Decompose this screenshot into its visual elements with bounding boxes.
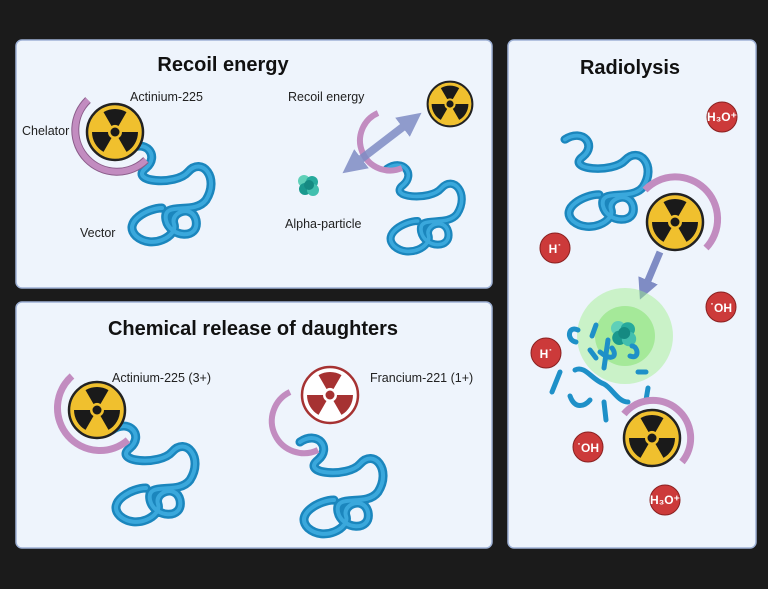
decay-arrow [638, 250, 664, 300]
chelator-arc [642, 173, 722, 251]
alpha-particle-icon [611, 321, 637, 347]
svg-text:˙OH: ˙OH [577, 441, 599, 455]
label-actinium-3plus: Actinium-225 (3+) [112, 371, 211, 385]
ion-h-radical: H˙ [539, 232, 571, 264]
ion-h3o: H₃O⁺ [649, 484, 681, 516]
actinium-radiation-icon [69, 382, 125, 438]
svg-text:H˙: H˙ [540, 347, 553, 361]
recoil-double-arrow [342, 112, 422, 174]
panel-recoil-energy: Recoil energy Actinium-225 Chelator Vect… [15, 39, 493, 289]
panel-radiolysis: Radiolysis H₃O⁺ H˙ ˙OH H˙ ˙OH H₃ [507, 39, 757, 549]
svg-text:H₃O⁺: H₃O⁺ [707, 110, 737, 124]
ion-h3o: H₃O⁺ [706, 101, 738, 133]
svg-text:H˙: H˙ [549, 242, 562, 256]
label-francium-1plus: Francium-221 (1+) [370, 371, 473, 385]
ion-oh-radical: ˙OH [705, 291, 737, 323]
label-recoil-energy: Recoil energy [288, 90, 365, 104]
chelator-arc [53, 373, 131, 454]
panel-title: Recoil energy [157, 54, 289, 76]
ion-h-radical: H˙ [530, 337, 562, 369]
francium-radiation-icon [302, 367, 358, 423]
actinium-radiation-icon [428, 82, 473, 127]
panel-title: Radiolysis [580, 57, 680, 79]
label-alpha-particle: Alpha-particle [285, 217, 361, 231]
panel-title: Chemical release of daughters [108, 318, 398, 340]
fragmented-vector [549, 322, 651, 423]
actinium-radiation-icon [87, 104, 143, 160]
actinium-radiation-icon [624, 410, 680, 466]
label-actinium: Actinium-225 [130, 90, 203, 104]
chelator-arc [268, 389, 320, 457]
svg-text:˙OH: ˙OH [710, 301, 732, 315]
actinium-radiation-icon [647, 194, 703, 250]
alpha-particle-icon [298, 175, 319, 196]
chelator-arc [621, 396, 695, 465]
ion-oh-radical: ˙OH [572, 431, 604, 463]
panel-chemical-release: Chemical release of daughters Actinium-2… [15, 301, 493, 549]
svg-text:H₃O⁺: H₃O⁺ [650, 493, 680, 507]
label-vector: Vector [80, 226, 115, 240]
label-chelator: Chelator [22, 124, 69, 138]
